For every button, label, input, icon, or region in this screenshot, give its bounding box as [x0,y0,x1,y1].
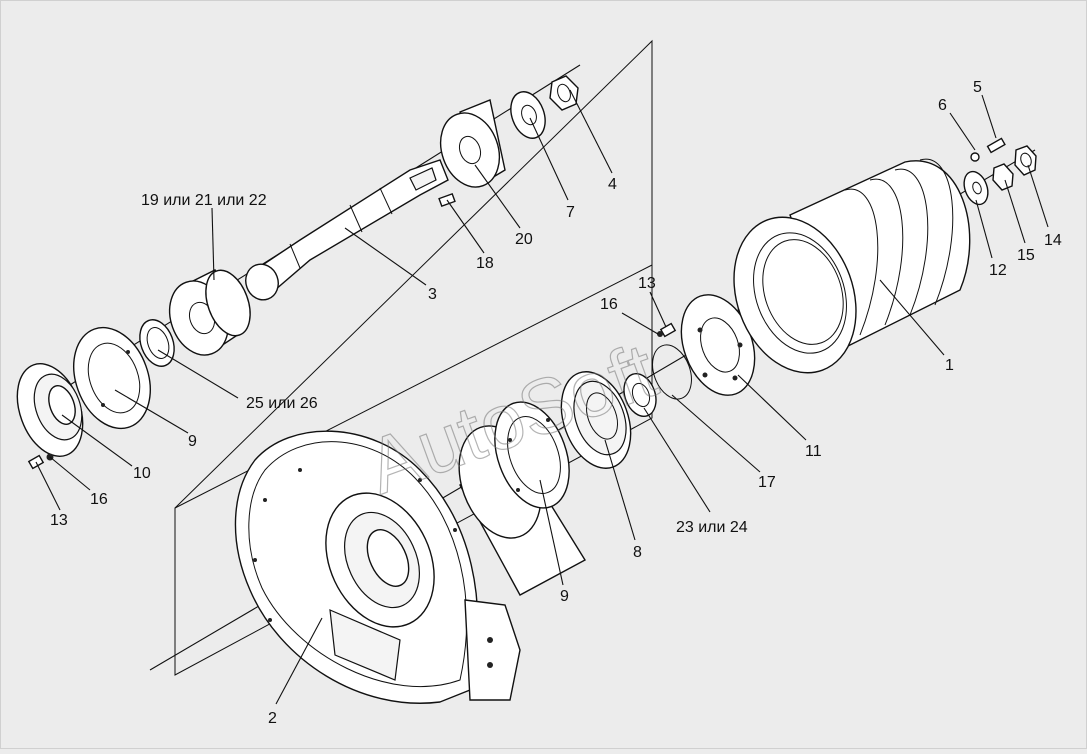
callout-19-21-22: 19 или 21 или 22 [141,192,267,209]
callout-2: 2 [268,710,277,727]
part-washer-6 [970,152,980,162]
part-ring-23 [623,372,657,418]
callout-11: 11 [805,443,822,460]
callout-10: 10 [133,465,151,482]
part-bolt-5 [986,137,1006,154]
callout-13-left: 13 [50,512,68,529]
callout-16-right: 16 [600,296,618,313]
callout-15: 15 [1017,247,1035,264]
part-gasket-9-right [494,401,570,509]
part-bearing-20 [439,99,506,188]
part-snap-ring-17 [652,344,692,400]
callout-7: 7 [566,204,575,221]
callout-9-right: 9 [560,588,569,605]
callout-20: 20 [515,231,533,248]
part-washer-12 [963,170,989,206]
callout-18: 18 [476,255,494,272]
callout-5: 5 [973,79,982,96]
callout-25-26: 25 или 26 [246,395,318,412]
callout-1: 1 [945,357,954,374]
part-nut-4 [549,75,579,111]
part-nut-15 [992,163,1014,191]
leader-lines [35,89,1049,705]
callout-3: 3 [428,286,437,303]
part-flange-8 [560,371,632,469]
callout-13-right: 13 [638,275,656,292]
part-housing [234,425,586,704]
part-hub-flange-11 [680,294,756,396]
callout-6: 6 [938,97,947,114]
callout-8: 8 [633,544,642,561]
callout-9-left: 9 [188,433,197,450]
part-gasket-9-left [73,326,151,430]
part-shaft-3 [245,159,449,301]
part-flange-cover-10 [16,363,84,457]
callout-17: 17 [758,474,776,491]
assembly-plane-outline [174,39,653,676]
callout-14: 14 [1044,232,1062,249]
callout-labels: 1 2 3 4 5 6 7 8 9 9 10 11 12 13 13 14 15… [50,79,1062,727]
callout-16-left: 16 [90,491,108,508]
part-pulley-1 [733,158,971,374]
callout-4: 4 [608,176,617,193]
callout-23-24: 23 или 24 [676,519,748,536]
part-bearing-19 [168,269,251,356]
callout-12: 12 [989,262,1007,279]
